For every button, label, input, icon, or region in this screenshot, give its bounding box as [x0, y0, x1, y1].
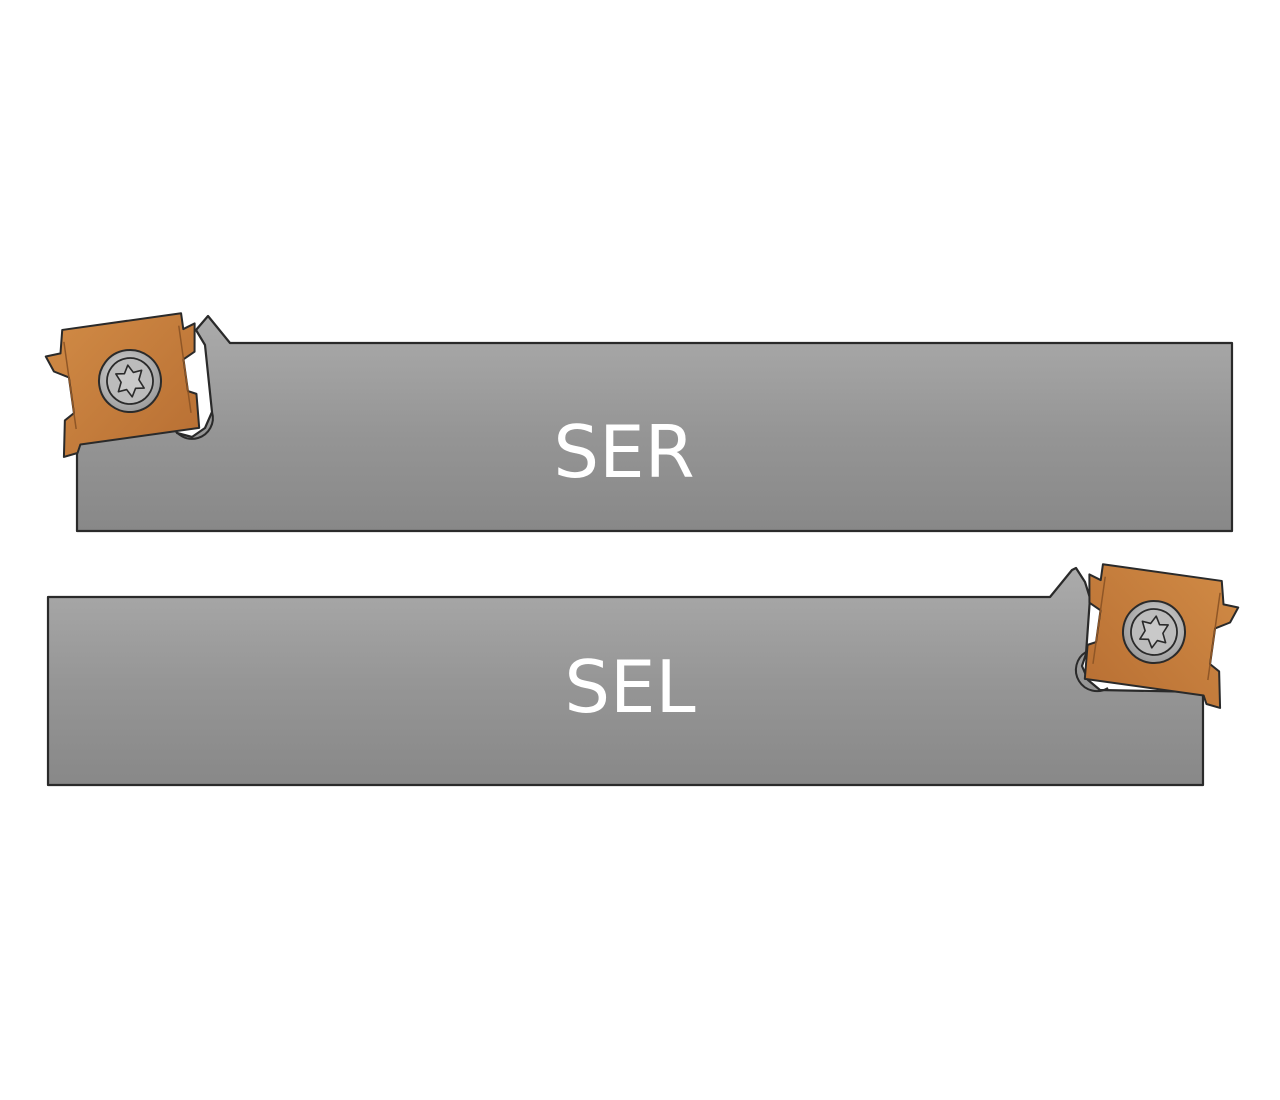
ser-label: SER — [553, 410, 694, 494]
ser-tool-holder: SER — [41, 310, 1234, 533]
sel-chip-relief — [1074, 651, 1109, 693]
sel-holder-body — [46, 566, 1205, 787]
sel-insert — [1072, 561, 1243, 710]
sel-label: SEL — [564, 645, 695, 729]
sel-tool-holder: SEL — [46, 561, 1243, 787]
